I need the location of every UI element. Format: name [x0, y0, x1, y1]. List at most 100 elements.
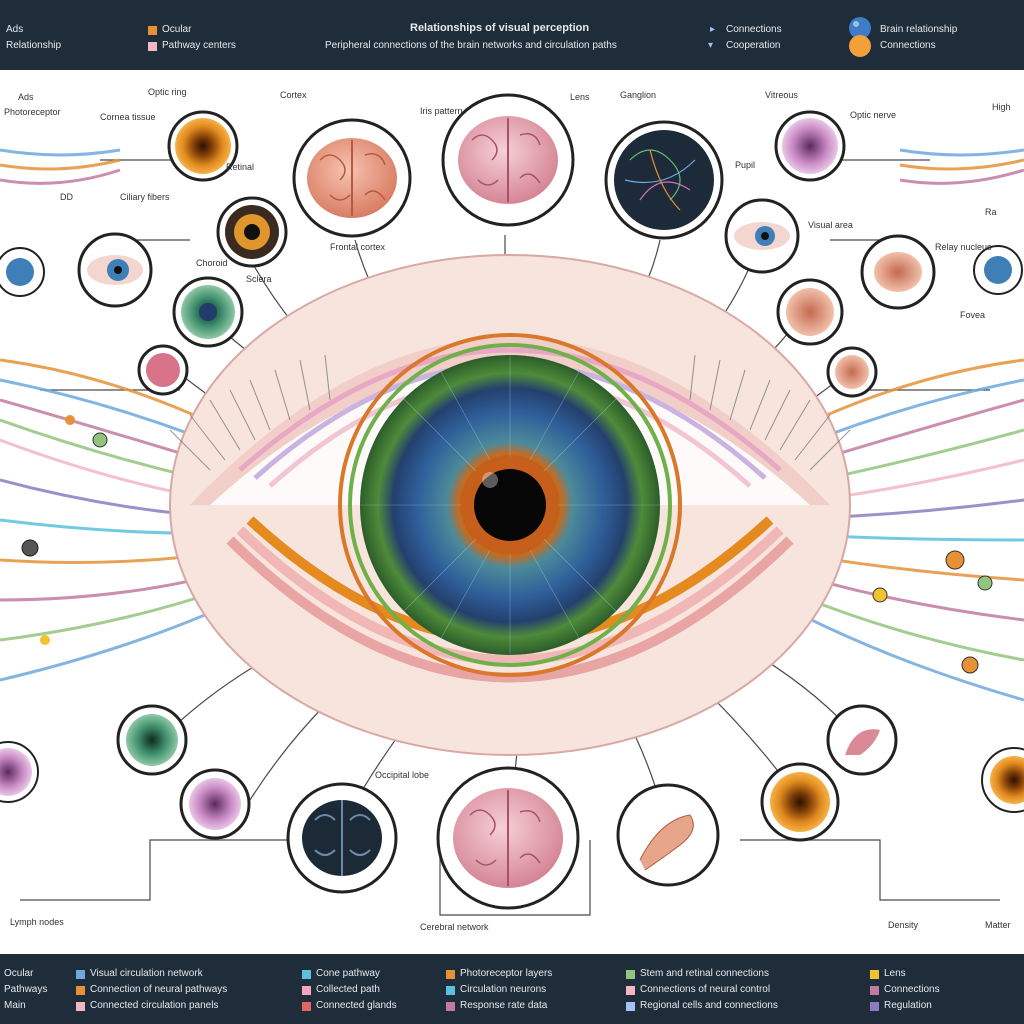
- footer-c1-2: Main: [4, 1000, 26, 1011]
- footer-swatch-c4-2: [446, 1002, 455, 1011]
- footer-swatch-c5-2: [626, 1002, 635, 1011]
- footer-c1-1: Pathways: [4, 984, 48, 995]
- footer-swatch-c6-1: [870, 986, 879, 995]
- footer-swatch-c2-2: [76, 1002, 85, 1011]
- pupil-highlight: [482, 472, 498, 488]
- node-orange-disc-top: [167, 110, 239, 182]
- label-ganglion: Ganglion: [620, 90, 656, 100]
- header-right-line-2: Connections: [880, 40, 936, 51]
- label-bottom-right: Density: [888, 920, 919, 930]
- label-dd: DD: [60, 192, 73, 202]
- eye-diagram-svg: Ads Photoreceptor DD Ciliary fibers Corn…: [0, 87, 1024, 932]
- node-purple-far-left: [0, 741, 39, 803]
- label-vitreous: Vitreous: [765, 90, 798, 100]
- label-cornea-tissue: Cornea tissue: [100, 112, 156, 122]
- footer-c2-2: Connected circulation panels: [90, 1000, 219, 1011]
- footer-c5-1: Connections of neural control: [640, 984, 771, 995]
- label-top-left-a: Ads: [18, 92, 34, 102]
- label-optic: Optic ring: [148, 87, 187, 97]
- header-right-line-1: Brain relationship: [880, 24, 958, 35]
- node-brain-left: [292, 118, 412, 238]
- header-left-line-2: Relationship: [6, 40, 62, 51]
- label-fovea: Fovea: [960, 310, 985, 320]
- iris-fibers: [360, 355, 660, 655]
- diagram-labels: Ads Photoreceptor DD Ciliary fibers Corn…: [4, 87, 1011, 932]
- iris-outer-bands: [338, 333, 682, 677]
- node-flesh-right: [860, 234, 936, 310]
- arrow-down-icon: ▾: [708, 40, 714, 51]
- label-iris: Iris pattern: [420, 106, 463, 116]
- label-bottom-far-right: Matter: [985, 920, 1011, 930]
- footer-c5-0: Stem and retinal connections: [640, 968, 769, 979]
- node-eye-right: [724, 198, 800, 274]
- label-optic-nerve: Optic nerve: [850, 110, 896, 120]
- footer-c6-2: Regulation: [884, 1000, 932, 1011]
- label-choroid: Choroid: [196, 258, 228, 268]
- footer-swatch-c3-2: [302, 1002, 311, 1011]
- header-bar: Ads Relationship Ocular Pathway centers …: [0, 0, 1024, 70]
- node-small-right: [826, 346, 878, 398]
- footer-c4-2: Response rate data: [460, 1000, 548, 1011]
- footer-c3-0: Cone pathway: [316, 968, 380, 979]
- fiber-beads: [21, 415, 993, 674]
- eyelashes: [169, 354, 851, 471]
- legend-left-1: Ocular: [162, 24, 192, 35]
- legend-left-2: Pathway centers: [162, 40, 236, 51]
- node-purple-disc-top: [774, 110, 846, 182]
- globe-icon: [849, 17, 871, 57]
- footer-swatch-c4-1: [446, 986, 455, 995]
- node-brain-network: [604, 120, 724, 240]
- footer-swatch-c5-0: [626, 970, 635, 979]
- page-subtitle: Peripheral connections of the brain netw…: [325, 40, 617, 51]
- footer-swatch-c5-1: [626, 986, 635, 995]
- page-title: Relationships of visual perception: [410, 22, 590, 34]
- footer-c6-1: Connections: [884, 984, 940, 995]
- footer-c3-1: Collected path: [316, 984, 380, 995]
- footer-swatch-c6-2: [870, 1002, 879, 1011]
- label-ra: Ra: [985, 207, 997, 217]
- footer-c4-1: Circulation neurons: [460, 984, 547, 995]
- node-orange-far-right: [981, 747, 1024, 813]
- label-relay: Relay nucleus: [935, 242, 992, 252]
- footer-c5-2: Regional cells and connections: [640, 1000, 778, 1011]
- legend-right-2: Cooperation: [726, 40, 781, 51]
- label-lens: Lens: [570, 92, 590, 102]
- footer-swatch-c6-0: [870, 970, 879, 979]
- node-nerve-bottom: [616, 783, 720, 887]
- label-brain-bottom: Occipital lobe: [375, 770, 429, 780]
- footer-c6-0: Lens: [884, 968, 906, 979]
- label-bottom-left: Lymph nodes: [10, 917, 64, 927]
- label-retinal: Retinal: [226, 162, 254, 172]
- node-brain-bottom-center: [436, 766, 580, 910]
- label-sclera: Sclera: [246, 274, 272, 284]
- footer-swatch-c4-0: [446, 970, 455, 979]
- node-purple-disc-bottom: [179, 768, 251, 840]
- footer-c1-0: Ocular: [4, 968, 34, 979]
- label-visual-area: Visual area: [808, 220, 853, 230]
- node-brain-dark-bottom: [286, 782, 398, 894]
- node-green-disc-bottom: [116, 704, 188, 776]
- node-eye-far-right: [973, 245, 1023, 295]
- node-flesh-mid-right: [776, 278, 844, 346]
- legend-swatch-orange: [148, 26, 157, 35]
- node-eye-far-left: [0, 247, 45, 297]
- node-orange-disc-bottom: [760, 762, 840, 842]
- node-green-iris-left: [172, 276, 244, 348]
- footer-swatch-c3-0: [302, 970, 311, 979]
- label-brain-top: Frontal cortex: [330, 242, 386, 252]
- eye: [169, 254, 851, 756]
- label-pupil: Pupil: [735, 160, 755, 170]
- footer-swatch-c2-0: [76, 970, 85, 979]
- footer-c2-0: Visual circulation network: [90, 968, 203, 979]
- label-cortex: Cortex: [280, 90, 307, 100]
- pupil: [474, 469, 546, 541]
- label-top-left-b: Photoreceptor: [4, 107, 61, 117]
- node-brain-center: [441, 93, 575, 227]
- label-ciliary: Ciliary fibers: [120, 192, 170, 202]
- footer-c4-0: Photoreceptor layers: [460, 968, 553, 979]
- node-muscle-bottom-right: [826, 704, 898, 776]
- header-left-line-1: Ads: [6, 24, 24, 35]
- legend-right-1: Connections: [726, 24, 782, 35]
- eye-diagram: Ads Photoreceptor DD Ciliary fibers Corn…: [0, 70, 1024, 954]
- label-high: High: [992, 102, 1011, 112]
